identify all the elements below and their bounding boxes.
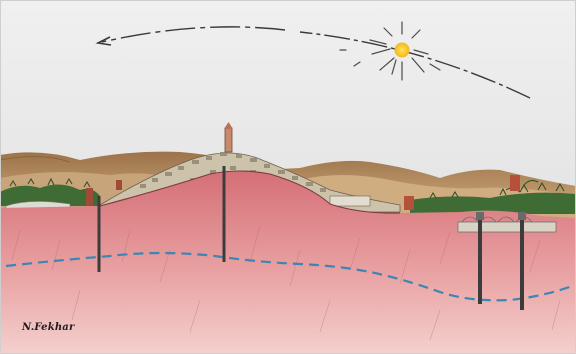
artist-signature: N.Fekhar	[22, 322, 74, 333]
minaret	[225, 128, 232, 152]
